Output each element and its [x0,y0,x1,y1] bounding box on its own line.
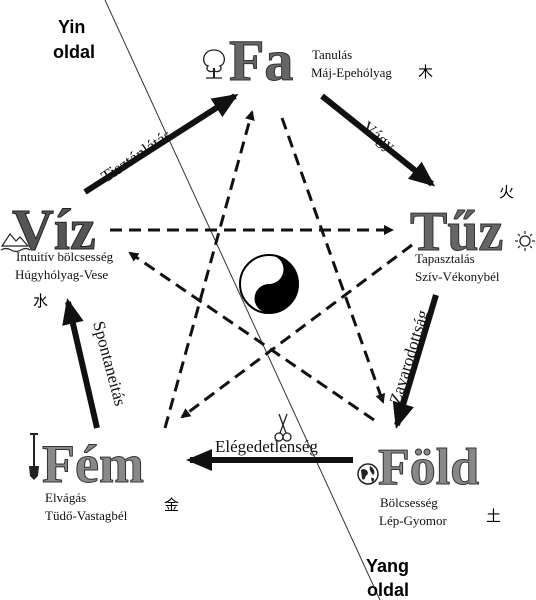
sun-icon [515,231,535,251]
star-arrow-fem-fa [163,110,255,429]
cycle-arrow-fem-viz [62,298,100,429]
label-spontaneitas: Spontaneitás [89,319,130,408]
tuz-line2: Szív-Vékonybél [415,269,500,284]
fa-glyph: 木 [418,63,433,81]
generating-cycle [62,93,439,471]
element-viz: Víz Intuitív bölcsesség Húgyhólyag-Vese … [0,197,114,310]
element-tuz: 火 Tűz Tapasztalás Szív-Vékonybél [410,183,535,284]
fem-glyph: 金 [164,496,179,514]
element-fa: Fa Tanulás Máj-Epehólyag 木 [203,28,433,94]
label-tisztanlatas: Tisztánlátás [98,125,175,186]
label-elegedetlenseg: Elégedetlenség [215,437,318,456]
fem-line2: Tüdő-Vastagbél [45,508,128,523]
viz-line1: Intuitív bölcsesség [16,249,114,264]
fold-glyph: 土 [486,507,501,525]
element-fem: Fém Elvágás Tüdő-Vastagbél 金 [29,433,179,523]
cycle-arrow-fa-tuz [320,93,436,187]
tuz-glyph: 火 [499,183,514,201]
star-arrow-fold-viz [128,251,375,422]
yang-label-1: Yang [366,556,409,576]
yin-yang-icon [239,254,299,314]
fold-line2: Lép-Gyomor [379,513,448,528]
scissors-icon [274,413,292,442]
element-name-fold: Föld [378,439,479,496]
tree-icon [203,49,225,79]
cycle-arrow-tuz-fold [392,294,439,429]
tuz-line1: Tapasztalás [415,251,475,266]
viz-line2: Húgyhólyag-Vese [15,267,108,282]
control-cycle-star [110,110,413,429]
element-name-tuz: Tűz [410,201,503,263]
star-arrow-fa-fold [280,117,386,404]
yin-label-2: oldal [53,42,95,62]
yin-label-1: Yin [58,17,85,37]
element-fold: Föld Bölcsesség Lép-Gyomor 土 [357,439,501,528]
yang-label-2: oldal [367,580,409,600]
cycle-arrow-viz-fa [83,93,239,195]
element-name-fa: Fa [229,28,293,93]
shovel-icon [29,433,39,480]
fem-line1: Elvágás [45,490,86,505]
globe-icon [357,463,379,485]
star-arrow-tuz-fem [180,243,413,419]
viz-glyph: 水 [33,292,48,310]
element-name-viz: Víz [12,197,96,262]
fold-line1: Bölcsesség [380,495,438,510]
element-name-fem: Fém [42,434,144,494]
fa-line1: Tanulás [312,47,352,62]
fa-line2: Máj-Epehólyag [311,65,392,80]
yin-yang-divider [104,0,381,600]
landscape-icon [0,233,31,253]
